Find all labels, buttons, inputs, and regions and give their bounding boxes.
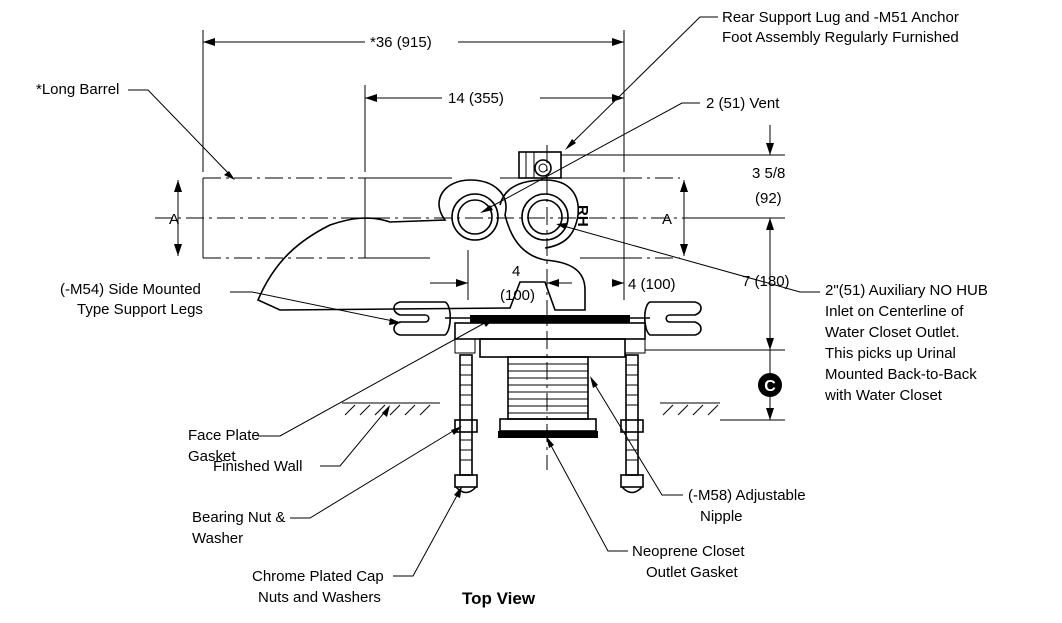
label-nipple-1: (-M58) Adjustable — [688, 487, 806, 504]
label-aux-4: This picks up Urinal — [825, 345, 956, 362]
label-aux-3: Water Closet Outlet. — [825, 324, 960, 341]
label-face-plate-1: Face Plate — [188, 427, 260, 444]
adjustable-nipple — [498, 356, 598, 438]
barrel — [155, 177, 700, 259]
fitting-body: RH — [256, 179, 591, 311]
centerline-symbol — [758, 373, 782, 397]
label-rear-lug-2: Foot Assembly Regularly Furnished — [722, 29, 959, 46]
label-vent: 2 (51) Vent — [706, 95, 780, 112]
label-aux-5: Mounted Back-to-Back — [825, 366, 977, 383]
dimension-wall: 7 (180) C — [645, 217, 790, 421]
label-legs-2: Type Support Legs — [77, 301, 203, 318]
dim-lug-b: (92) — [755, 190, 782, 207]
dim-right-label: 4 (100) — [628, 276, 676, 293]
finished-wall — [342, 402, 720, 416]
leader-lines — [128, 16, 820, 577]
rh-mark: RH — [574, 205, 591, 227]
dimension-left-4: 4 (100) — [430, 250, 535, 304]
label-aux-6: with Water Closet — [824, 387, 943, 404]
dim-barrel-label: 14 (355) — [448, 90, 504, 107]
a-label-right: A — [662, 211, 672, 228]
bolt-right — [620, 354, 644, 494]
dimension-barrel: 14 (355) — [364, 85, 624, 172]
label-neoprene-2: Outlet Gasket — [646, 564, 739, 581]
dim-lug-a: 3 5/8 — [752, 165, 785, 182]
label-nipple-2: Nipple — [700, 508, 743, 525]
dimension-right-4: 4 (100) — [547, 258, 676, 300]
label-long-barrel: *Long Barrel — [36, 81, 119, 98]
label-bearing-nut-2: Washer — [192, 530, 243, 547]
bolt-left — [454, 354, 478, 494]
label-neoprene-1: Neoprene Closet — [632, 543, 745, 560]
cl-mark: C — [764, 378, 776, 395]
label-rear-lug-1: Rear Support Lug and -M51 Anchor — [722, 9, 959, 26]
label-cap-nuts-2: Nuts and Washers — [258, 589, 381, 606]
rear-support-lug — [518, 151, 562, 179]
label-finished-wall: Finished Wall — [213, 458, 302, 475]
dimension-lug: 3 5/8 (92) — [561, 125, 785, 207]
dim-left-a: 4 — [512, 263, 520, 280]
label-aux-1: 2"(51) Auxiliary NO HUB — [825, 282, 988, 299]
label-face-plate-2: Gasket — [188, 448, 236, 465]
dim-left-b: (100) — [500, 287, 535, 304]
label-bearing-nut-1: Bearing Nut & — [192, 509, 285, 526]
label-legs-1: (-M54) Side Mounted — [60, 281, 201, 298]
a-marker-right: A — [662, 180, 688, 256]
face-plate — [454, 315, 646, 358]
dimension-overall: *36 (915) — [202, 30, 625, 172]
label-aux-2: Inlet on Centerline of — [825, 303, 964, 320]
a-marker-left: A — [169, 180, 182, 256]
view-title: Top View — [462, 589, 536, 608]
a-label-left: A — [169, 211, 179, 228]
dim-overall-label: *36 (915) — [370, 34, 432, 51]
label-cap-nuts-1: Chrome Plated Cap — [252, 568, 384, 585]
